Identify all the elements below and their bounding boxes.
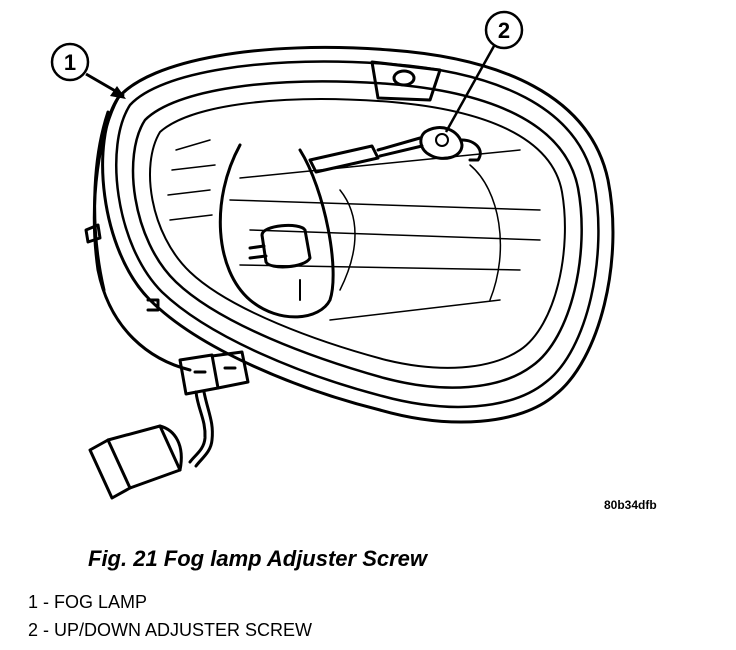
callout-1: 1	[50, 42, 126, 99]
fog-lamp-diagram: 1 2	[50, 10, 615, 500]
lamp-bezel	[131, 80, 583, 389]
callout-2-label: 2	[498, 18, 510, 43]
connector	[178, 353, 220, 396]
adjuster-screw	[419, 126, 464, 160]
figure-caption: Fig. 21 Fog lamp Adjuster Screw	[88, 546, 428, 571]
reflector	[218, 143, 335, 319]
legend-item-fog-lamp: 1 - FOG LAMP	[28, 592, 148, 612]
callout-1-label: 1	[64, 50, 76, 75]
mounting-tab	[370, 60, 442, 102]
lamp-lens	[149, 98, 566, 369]
legend-item-adjuster-screw: 2 - UP/DOWN ADJUSTER SCREW	[28, 620, 313, 640]
wire-harness	[188, 390, 207, 464]
adjuster-rod	[308, 144, 380, 174]
plug	[106, 424, 182, 490]
figure-code: 80b34dfb	[604, 498, 657, 512]
callout-2: 2	[444, 10, 524, 133]
